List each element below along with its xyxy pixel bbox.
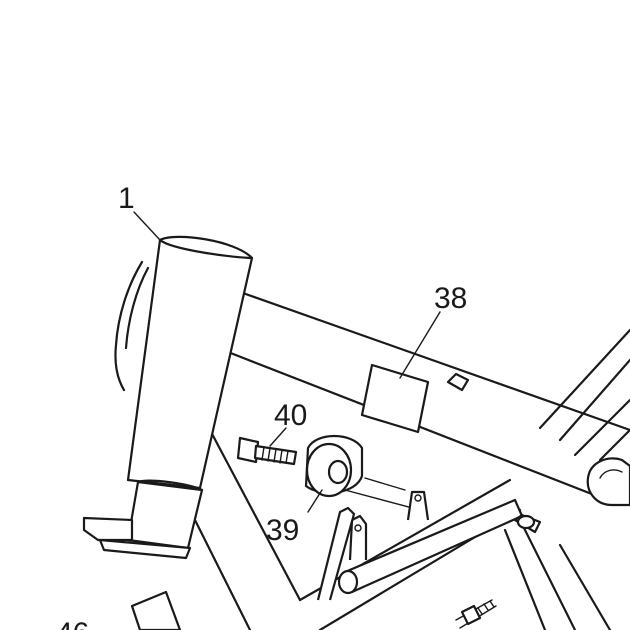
leader-line-39 [307, 489, 323, 513]
leader-line-1 [133, 211, 161, 241]
leader-lines [133, 211, 441, 513]
lower-left-plate [130, 590, 182, 630]
callout-label-46: 46 [56, 617, 89, 630]
bolt-part [236, 436, 298, 466]
bumper-pad-part [304, 435, 364, 498]
callout-label-38: 38 [434, 282, 467, 315]
frame-tube-part [82, 235, 254, 560]
cross-bar [337, 498, 542, 595]
stud-bolt [455, 599, 497, 629]
callout-label-40: 40 [274, 399, 307, 432]
leader-line-40 [269, 427, 287, 447]
sticker-decal [360, 363, 430, 434]
leader-line-38 [399, 311, 441, 379]
mounting-tabs [316, 372, 470, 601]
right-cross-members [538, 328, 630, 507]
callout-label-1: 1 [118, 182, 135, 215]
callout-label-39: 39 [266, 514, 299, 547]
